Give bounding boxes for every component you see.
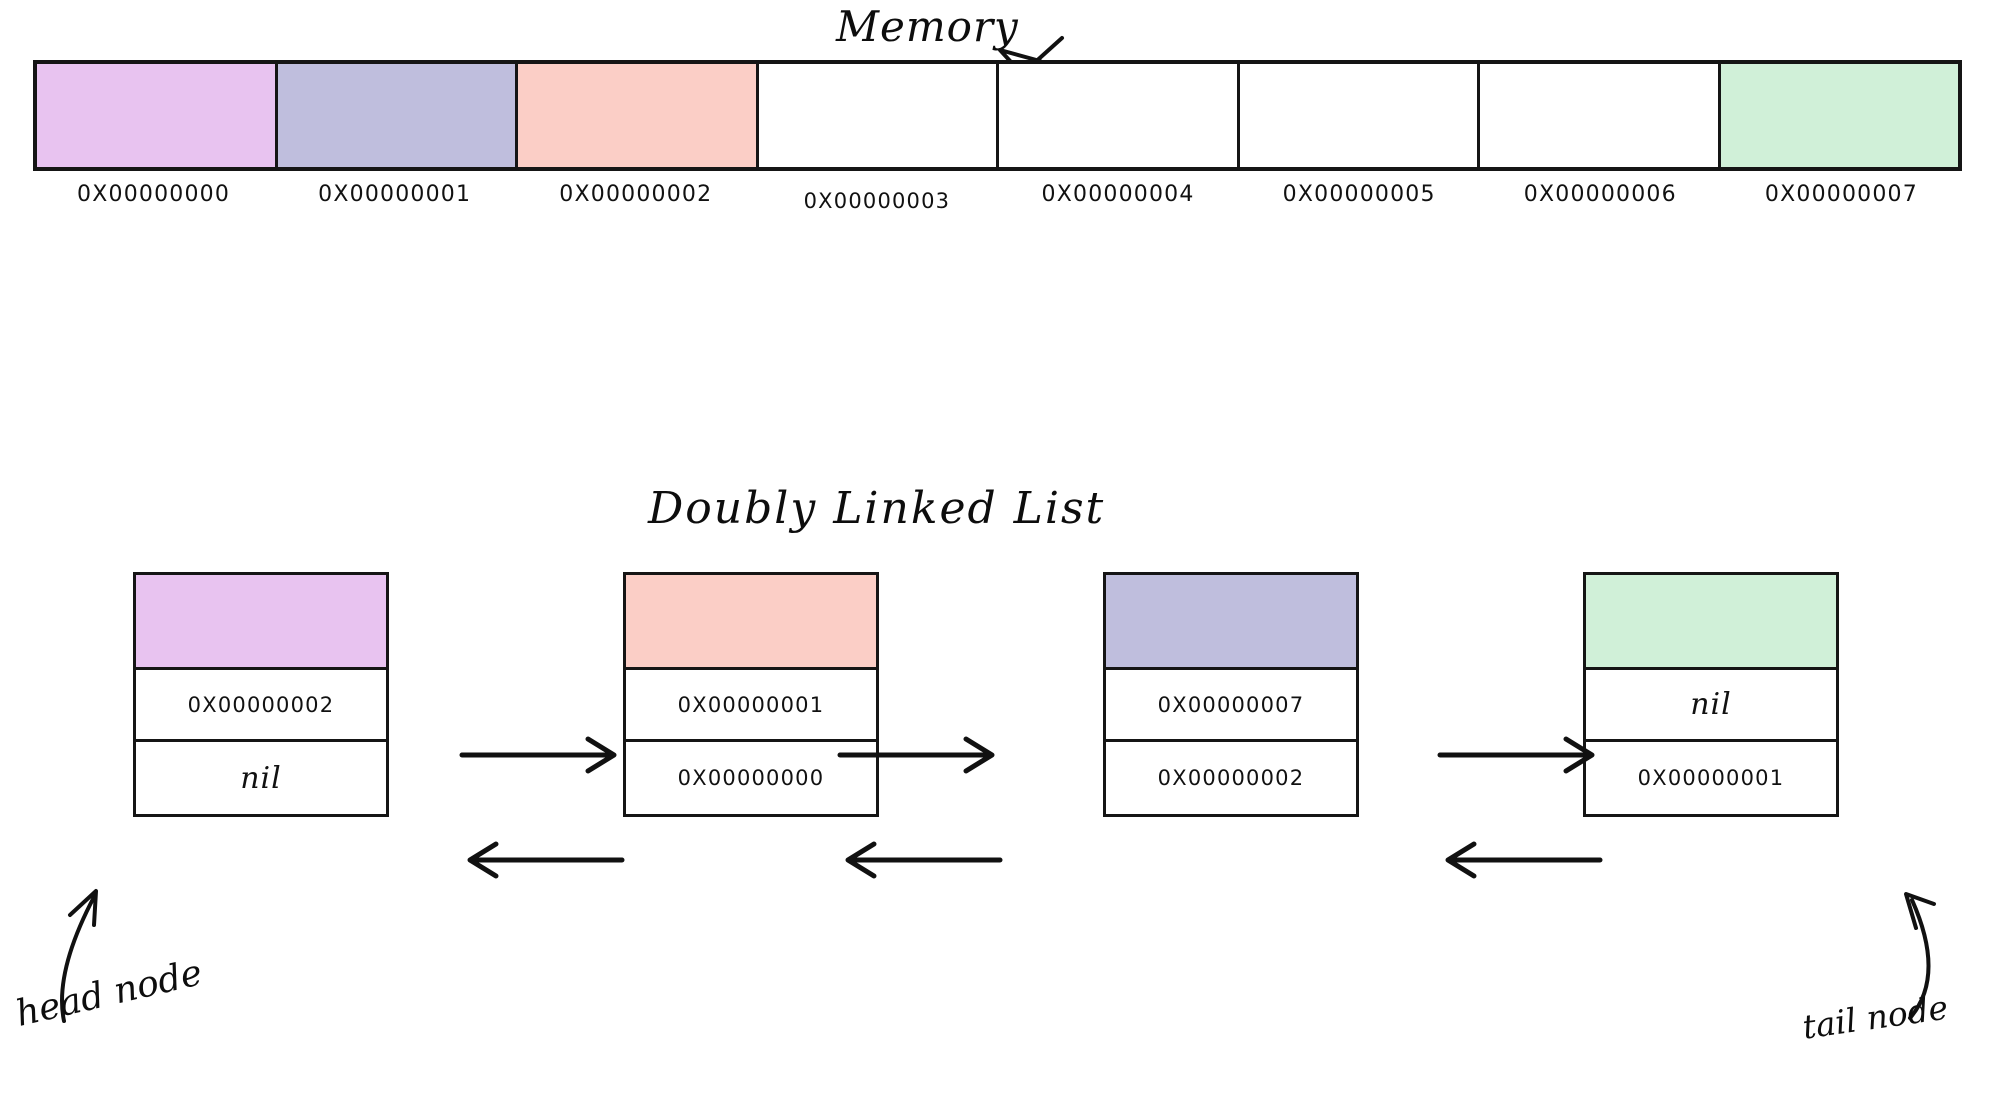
list-node-2-data-cell (626, 575, 876, 670)
tail-node-pointer-arrow (1904, 892, 1936, 1020)
memory-title: Memory (836, 2, 1019, 51)
memory-cell-5[interactable] (1239, 64, 1480, 167)
prev-arrow-node4-to-node3 (1445, 841, 1603, 879)
memory-address-label-1: 0X00000001 (318, 182, 472, 207)
list-node-1-data-cell (136, 575, 386, 670)
memory-address-label-3: 0X00000003 (803, 189, 951, 213)
memory-cell-6[interactable] (1480, 64, 1721, 167)
memory-address-label-7: 0X00000007 (1764, 182, 1918, 207)
memory-address-labels: 0X00000000 0X00000001 0X00000002 0X00000003… (33, 182, 1962, 222)
next-arrow-node3-to-node4 (1437, 736, 1595, 774)
memory-cell-4[interactable] (999, 64, 1240, 167)
list-node-4-data-cell (1586, 575, 1836, 670)
list-node-4[interactable]: nil 0X00000001 (1583, 572, 1839, 817)
memory-strip (33, 60, 1962, 171)
prev-arrow-node3-to-node2 (845, 841, 1003, 879)
list-node-3[interactable]: 0X00000007 0X00000002 (1103, 572, 1359, 817)
prev-arrow-node2-to-node1 (467, 841, 625, 879)
next-arrow-node2-to-node3 (837, 736, 995, 774)
memory-cell-1[interactable] (277, 64, 518, 167)
memory-cell-0[interactable] (37, 64, 278, 167)
list-node-2-prev-pointer: 0X00000000 (677, 766, 825, 790)
list-node-1[interactable]: 0X00000002 nil (133, 572, 389, 817)
list-node-1-next-pointer: 0X00000002 (136, 670, 386, 742)
list-node-3-prev-pointer: 0X00000002 (1157, 766, 1305, 790)
memory-cell-3[interactable] (758, 64, 999, 167)
list-node-3-data-cell (1106, 575, 1356, 670)
list-node-1-prev-pointer: nil (240, 760, 282, 796)
memory-address-label-4: 0X00000004 (1041, 182, 1195, 207)
memory-cell-2[interactable] (518, 64, 759, 167)
list-node-2[interactable]: 0X00000001 0X00000000 (623, 572, 879, 817)
head-node-pointer-arrow (60, 889, 98, 1023)
list-node-4-next-pointer: nil (1586, 670, 1836, 742)
next-arrow-node1-to-node2 (459, 736, 617, 774)
list-node-3-next-pointer: 0X00000007 (1106, 670, 1356, 742)
memory-address-label-2: 0X00000002 (559, 182, 713, 207)
list-node-2-next-pointer: 0X00000001 (626, 670, 876, 742)
tail-node-label: tail node (1800, 987, 1951, 1047)
memory-cell-7[interactable] (1720, 64, 1958, 167)
memory-address-label-5: 0X00000005 (1282, 182, 1436, 207)
doubly-linked-list-title: Doubly Linked List (648, 483, 1106, 534)
memory-address-label-0: 0X00000000 (77, 182, 231, 207)
memory-address-label-6: 0X00000006 (1523, 182, 1677, 207)
list-node-4-prev-pointer: 0X00000001 (1637, 766, 1785, 790)
